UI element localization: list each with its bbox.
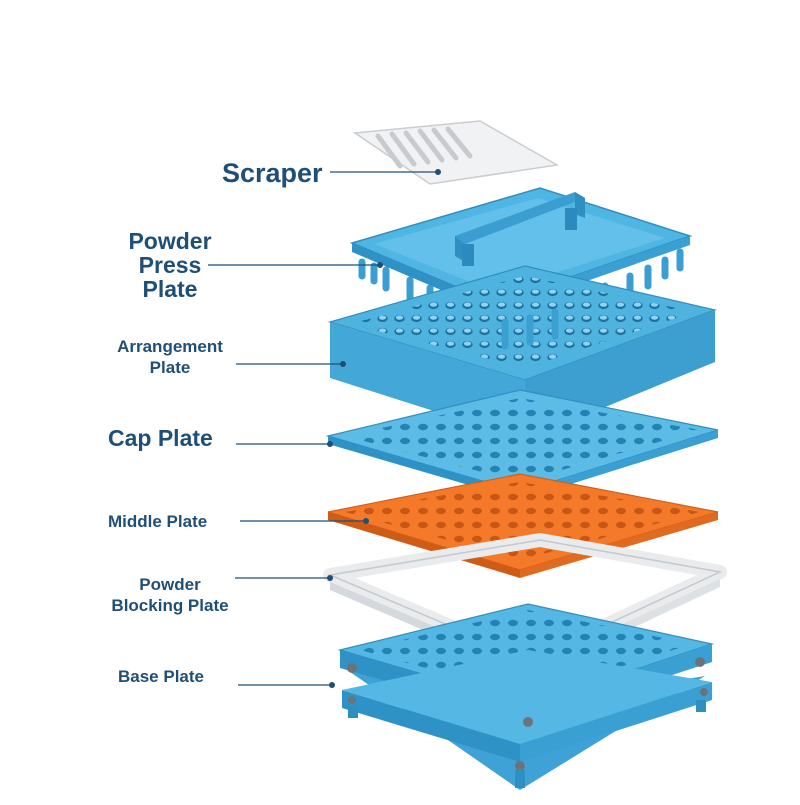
label-arrangement-plate-line2: Plate <box>149 358 191 377</box>
base-plate-part <box>337 603 715 790</box>
middle-plate-part <box>327 473 719 578</box>
label-powder-press-plate-line2: Press <box>138 252 202 278</box>
cap-plate-part <box>325 389 719 500</box>
powder-press-plate-part <box>349 187 693 334</box>
label-powder-blocking-plate-line1: Powder <box>139 575 201 594</box>
label-powder-blocking-plate-line2: Blocking Plate <box>111 596 229 615</box>
leader-dots <box>327 169 441 688</box>
label-base-plate: Base Plate <box>118 667 204 686</box>
label-arrangement-plate: Arrangement Plate <box>100 336 240 378</box>
label-arrangement-plate-line1: Arrangement <box>117 337 223 356</box>
label-scraper: Scraper <box>222 158 323 188</box>
label-powder-blocking-plate: Powder Blocking Plate <box>100 574 240 616</box>
leader-lines <box>208 171 438 686</box>
label-powder-press-plate-line3: Plate <box>142 276 198 302</box>
label-middle-plate: Middle Plate <box>108 512 208 531</box>
label-powder-press-plate: Powder Press Plate <box>110 229 230 301</box>
scraper-part <box>352 120 560 185</box>
label-cap-plate: Cap Plate <box>108 425 213 451</box>
label-powder-press-plate-line1: Powder <box>128 228 212 254</box>
